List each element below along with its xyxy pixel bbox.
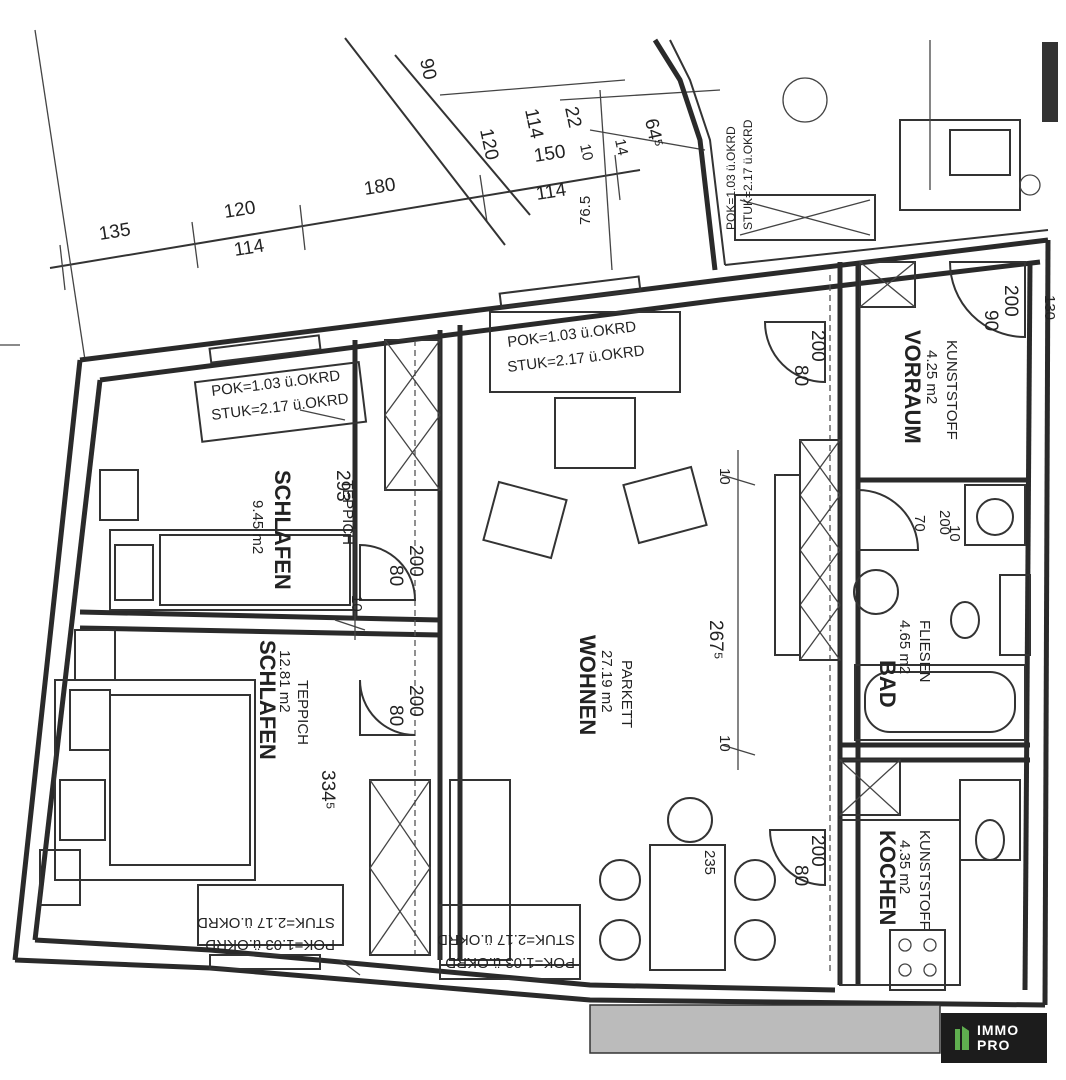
note-bottom-mid-stuk: STUK=2.17 ü.OKRD xyxy=(437,931,575,948)
neighbour-structure: POK=1.03 ü.OKRD STUK=2.17 ü.OKRD xyxy=(652,38,1058,271)
dimension-lines-top: 135 120 114 180 150 114 90 120 114 22 10… xyxy=(0,29,721,361)
room-vorraum: VORRAUM 4.25 m2 KUNSTSTOFF xyxy=(900,330,960,444)
door-1-width: 200 xyxy=(405,545,426,577)
door-6-width: 200 xyxy=(936,510,953,535)
wardrobes xyxy=(369,261,916,956)
room-schlafen-1-name: SCHLAFEN xyxy=(270,470,295,590)
room-bad-name: BAD xyxy=(875,660,900,708)
room-wohnen: WOHNEN 27.19 m2 PARKETT 267⁵ xyxy=(575,620,726,735)
note-bottom-left-stuk: STUK=2.17 ü.OKRD xyxy=(197,914,335,931)
dim-diag-5: 10 xyxy=(576,142,596,162)
room-wohnen-area: 27.19 m2 xyxy=(598,650,615,713)
immopro-logo: IMMO PRO xyxy=(941,1013,1047,1063)
door-3-leaf: 80 xyxy=(790,365,811,386)
dim-top-2: 120 xyxy=(222,197,257,223)
room-labels: SCHLAFEN 9.45 m2 TEPPICH 293 SCHLAFEN 12… xyxy=(249,330,960,930)
room-vorraum-floor: KUNSTSTOFF xyxy=(943,340,960,440)
room-kochen: KOCHEN 4.35 m2 KUNSTSTOFF xyxy=(875,830,933,930)
room-bad: BAD 4.65 m2 FLIESEN xyxy=(875,620,933,708)
room-schlafen-2-name: SCHLAFEN xyxy=(255,640,280,760)
door-1-leaf: 80 xyxy=(385,565,406,586)
room-wohnen-name: WOHNEN xyxy=(575,635,600,735)
immopro-logo-text: IMMO PRO xyxy=(977,1023,1019,1053)
interior-dimensions xyxy=(299,409,756,976)
room-schlafen-1-floor: TEPPICH xyxy=(339,480,356,545)
wall-dim-4: 10 xyxy=(946,525,963,542)
room-vorraum-name: VORRAUM xyxy=(900,330,925,444)
dim-diag-3: 114 xyxy=(520,107,547,141)
room-schlafen-1: SCHLAFEN 9.45 m2 TEPPICH 293 xyxy=(249,470,356,590)
door-6-leaf: 70 xyxy=(911,515,928,532)
door-5-leaf: 90 xyxy=(980,310,1001,331)
room-bad-area: 4.65 m2 xyxy=(896,620,913,674)
room-kochen-name: KOCHEN xyxy=(875,830,900,925)
room-schlafen-2-dim: 334⁵ xyxy=(317,770,338,810)
room-wohnen-dim: 267⁵ xyxy=(705,620,726,660)
room-schlafen-1-area: 9.45 m2 xyxy=(249,500,266,554)
table-dim: 235 xyxy=(701,850,718,875)
door-2-leaf: 80 xyxy=(385,705,406,726)
neighbour-note-1: POK=1.03 ü.OKRD xyxy=(724,126,738,230)
doors xyxy=(359,261,1026,887)
dim-diag-8: 76.5 xyxy=(577,196,594,225)
wall-dim-3: 10 xyxy=(716,735,733,752)
logo-line-2: PRO xyxy=(977,1037,1011,1053)
dim-top-2b: 114 xyxy=(232,235,266,261)
exterior-walls xyxy=(12,237,1051,1008)
edge-dim: 130 xyxy=(1041,295,1058,320)
dim-diag-6: 14 xyxy=(611,137,631,157)
door-5-width: 200 xyxy=(1000,285,1021,317)
room-kochen-area: 4.35 m2 xyxy=(896,840,913,894)
immopro-logo-icon xyxy=(955,1026,969,1050)
logo-line-1: IMMO xyxy=(977,1022,1020,1038)
wall-dim-1: 10 xyxy=(348,595,365,612)
dim-top-3: 180 xyxy=(362,174,397,200)
dim-top-4: 150 xyxy=(532,141,567,167)
note-bottom-mid-pok: POK=1.03 ü.OKRD xyxy=(445,954,575,971)
door-3-width: 200 xyxy=(807,330,828,362)
terrace-strip xyxy=(589,1004,941,1054)
room-kochen-floor: KUNSTSTOFF xyxy=(916,830,933,930)
room-wohnen-floor: PARKETT xyxy=(618,660,635,728)
wall-dim-2: 10 xyxy=(716,468,733,485)
room-schlafen-1-dim: 293 xyxy=(332,470,353,502)
room-bad-floor: FLIESEN xyxy=(916,620,933,683)
dim-top-1: 135 xyxy=(97,219,132,245)
dim-diag-4: 22 xyxy=(560,105,585,130)
door-4-width: 200 xyxy=(807,835,828,867)
room-schlafen-2-area: 12.81 m2 xyxy=(276,650,293,713)
room-schlafen-2-floor: TEPPICH xyxy=(294,680,311,745)
door-2-width: 200 xyxy=(405,685,426,717)
neighbour-note-2: STUK=2.17 ü.OKRD xyxy=(741,119,755,230)
note-bottom-left-pok: POK=1.03 ü.OKRD xyxy=(205,936,335,953)
furniture xyxy=(39,311,1031,991)
door-dimension-labels: 200 80 200 80 200 80 200 80 200 90 200 7… xyxy=(348,285,1058,886)
dim-diag-7: 64⁵ xyxy=(640,117,667,150)
door-4-leaf: 80 xyxy=(790,865,811,886)
dim-diag-2: 120 xyxy=(475,127,502,162)
room-schlafen-2: SCHLAFEN 12.81 m2 TEPPICH 334⁵ xyxy=(255,640,338,810)
room-vorraum-area: 4.25 m2 xyxy=(923,350,940,404)
dim-diag-1: 90 xyxy=(415,57,440,82)
dim-top-4b: 114 xyxy=(534,179,568,205)
